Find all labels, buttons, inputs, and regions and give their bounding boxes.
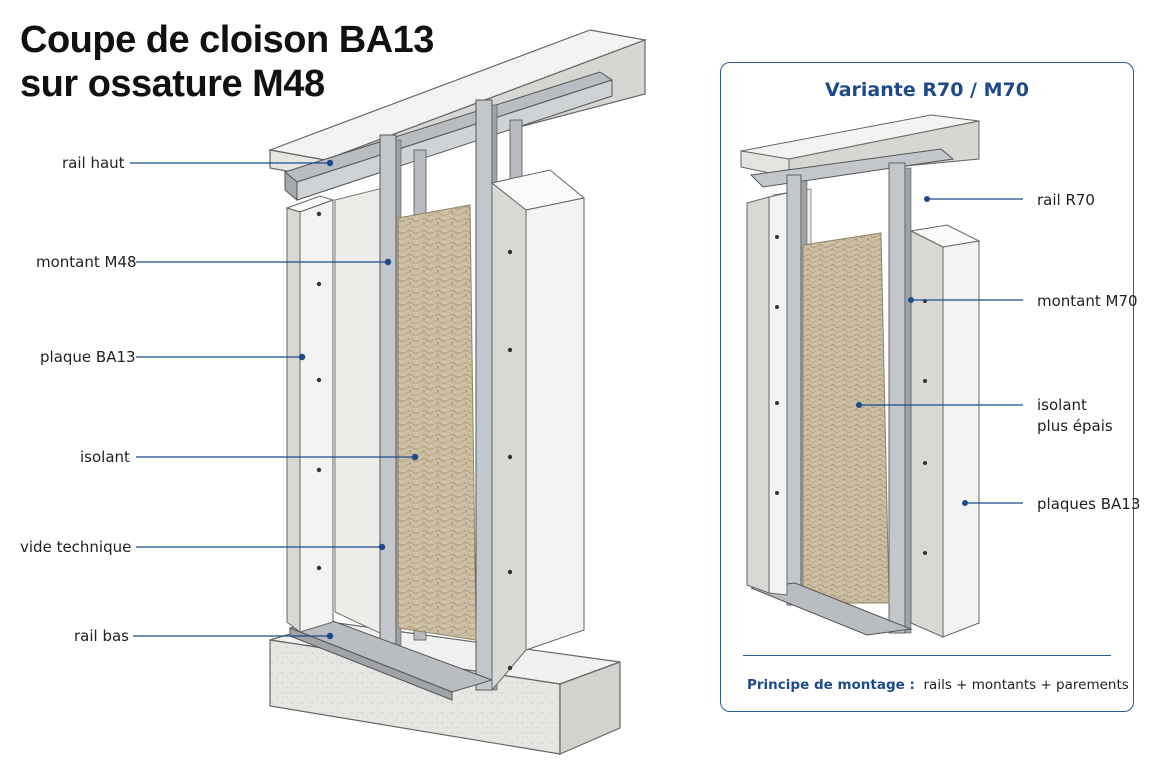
assembly-principle: Principe de montage : rails + montants +… — [747, 677, 1129, 693]
variant-left-board — [746, 192, 788, 596]
label-isolant: isolant — [80, 448, 130, 466]
label-rail-haut: rail haut — [62, 154, 125, 172]
screw-heads — [316, 211, 513, 671]
variant-right-board — [909, 224, 981, 638]
label-vide-technique: vide technique — [20, 538, 132, 556]
principle-label: Principe de montage : — [747, 677, 915, 693]
main-wall-section-diagram — [130, 29, 648, 755]
title-line-1: Coupe de cloison BA13 — [20, 19, 434, 61]
variant-leader-lines — [856, 196, 1023, 507]
top-rail — [283, 71, 614, 202]
bottom-rail — [288, 619, 494, 701]
label-rail-bas: rail bas — [74, 627, 129, 645]
label-plaque-ba13: plaque BA13 — [40, 348, 136, 366]
variant-top-rail — [749, 148, 955, 188]
insulation-batt — [397, 204, 477, 641]
variant-label-isolant: isolant plus épais — [1037, 396, 1113, 435]
variant-label-rail: rail R70 — [1037, 191, 1095, 209]
label-montant-m48: montant M48 — [36, 253, 137, 271]
left-plasterboard — [285, 195, 335, 634]
leader-lines — [130, 159, 419, 640]
variant-panel: Variante R70 / M70 — [720, 62, 1140, 712]
title-line-2: sur ossature M48 — [20, 63, 325, 105]
variant-label-montant: montant M70 — [1037, 292, 1138, 310]
principle-text: rails + montants + parements — [923, 677, 1129, 693]
variant-insulation — [802, 232, 890, 604]
diagram-title: Coupe de cloison BA13 sur ossature M48 — [20, 18, 434, 106]
variant-wall-diagram — [740, 114, 1023, 638]
right-plasterboard — [490, 169, 586, 692]
variant-title: Variante R70 / M70 — [825, 79, 1029, 101]
panel-divider — [743, 655, 1111, 656]
variant-label-plaques: plaques BA13 — [1037, 495, 1141, 513]
